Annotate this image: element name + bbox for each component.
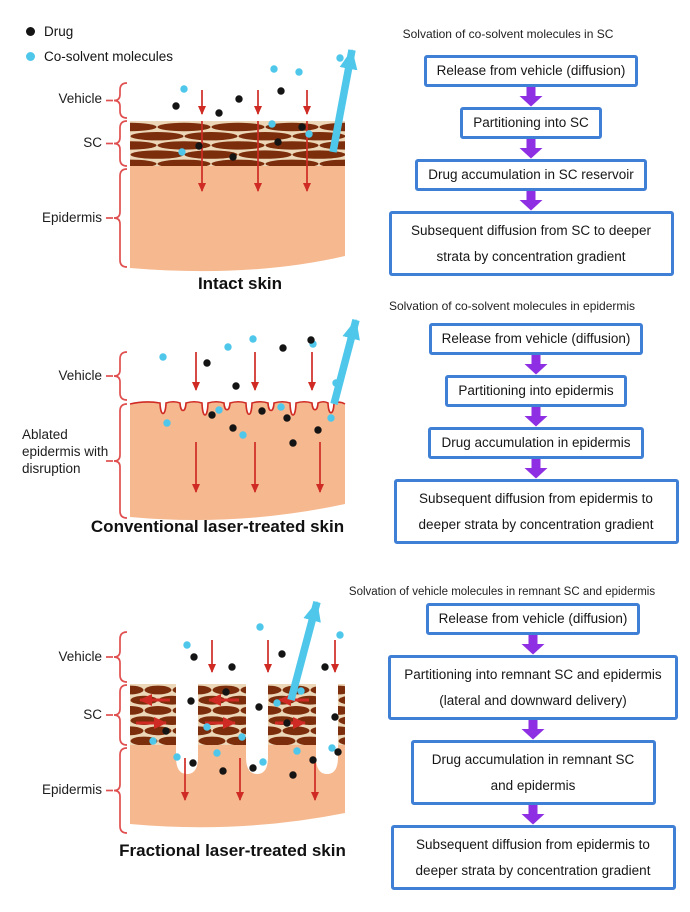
label-sc: SC [83, 707, 102, 722]
down-arrow-icon [524, 407, 548, 427]
flow-step: Release from vehicle (diffusion) [423, 55, 639, 87]
flow-step: Drug accumulation in remnant SC and epid… [410, 740, 656, 805]
fractional-laser-skin-illustration [106, 601, 345, 834]
down-arrow-icon [519, 139, 543, 159]
panel-title: Conventional laser-treated skin [90, 517, 345, 536]
label-epidermis: Epidermis [41, 210, 102, 225]
label-sc: SC [83, 135, 102, 150]
down-arrow-icon [521, 720, 545, 740]
flow-step: Subsequent diffusion from epidermis to d… [393, 479, 679, 544]
panel-title: Intact skin [197, 274, 283, 293]
solvation-note: Solvation of co-solvent molecules in epi… [388, 299, 636, 313]
flowchart-conventional: Release from vehicle (diffusion) Partiti… [376, 323, 690, 544]
label-vehicle: Vehicle [58, 91, 102, 106]
down-arrow-icon [521, 635, 545, 655]
solvation-note: Solvation of co-solvent molecules in SC [402, 27, 614, 41]
conventional-laser-skin-illustration [106, 319, 360, 521]
down-arrow-icon [524, 459, 548, 479]
panel-title: Fractional laser-treated skin [119, 841, 346, 860]
label-vehicle: Vehicle [58, 649, 102, 664]
drug-dot-icon [26, 27, 35, 36]
down-arrow-icon [524, 355, 548, 375]
legend-label-cosolvent: Co-solvent molecules [44, 49, 174, 64]
flow-step: Release from vehicle (diffusion) [428, 323, 644, 355]
down-arrow-icon [519, 87, 543, 107]
down-arrow-icon [521, 805, 545, 825]
flow-step: Drug accumulation in epidermis [428, 427, 644, 459]
legend-label-drug: Drug [44, 24, 74, 39]
label-epidermis: Epidermis [41, 782, 102, 797]
flow-step: Release from vehicle (diffusion) [425, 603, 641, 635]
flow-step: Subsequent diffusion from epidermis to d… [390, 825, 676, 890]
down-arrow-icon [519, 191, 543, 211]
label-vehicle: Vehicle [58, 368, 102, 383]
flow-step: Drug accumulation in SC reservoir [415, 159, 647, 191]
label-ablated-epidermis: Ablated epidermis with disruption [22, 427, 109, 476]
flow-step: Partitioning into epidermis [445, 375, 627, 407]
flowchart-intact: Release from vehicle (diffusion) Partiti… [371, 55, 690, 276]
flow-step: Partitioning into SC [460, 107, 602, 139]
cosolvent-dot-icon [26, 52, 35, 61]
flow-step: Partitioning into remnant SC and epiderm… [388, 655, 678, 720]
flowchart-fractional: Release from vehicle (diffusion) Partiti… [373, 603, 690, 890]
solvation-note: Solvation of vehicle molecules in remnan… [348, 586, 656, 598]
intact-skin-illustration [106, 49, 358, 272]
flow-step: Subsequent diffusion from SC to deeper s… [388, 211, 674, 276]
